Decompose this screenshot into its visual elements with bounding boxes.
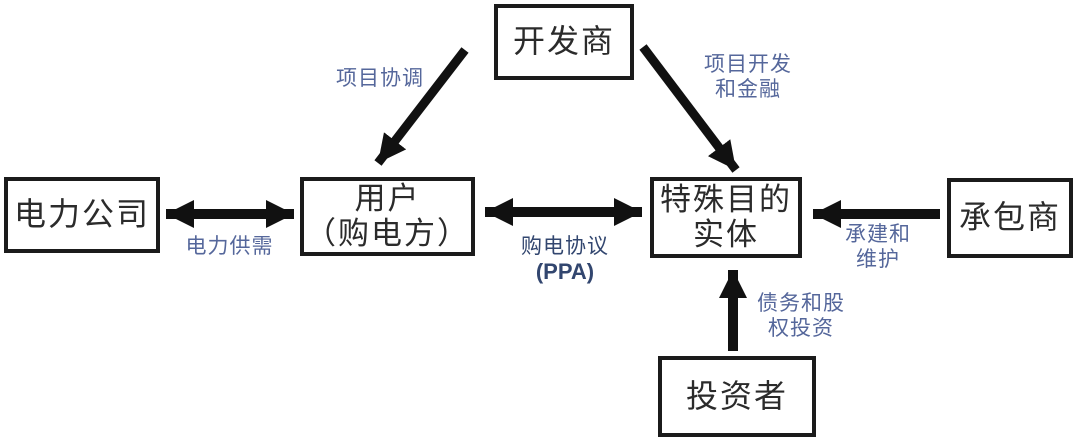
node-power-company: 电力公司 [4, 177, 160, 253]
node-user-label-line2: （购电方） [305, 215, 470, 251]
node-investor-label: 投资者 [685, 377, 788, 414]
edge-label-debt-equity: 债务和股 权投资 [757, 291, 845, 340]
node-power-company-label: 电力公司 [13, 196, 150, 233]
node-spe-label-line1: 特殊目的 [660, 181, 792, 217]
node-contractor-label: 承包商 [958, 199, 1061, 236]
node-investor: 投资者 [658, 356, 816, 437]
edge-label-power-supply-demand: 电力供需 [185, 234, 274, 258]
node-user: 用户 （购电方） [300, 177, 475, 256]
node-spe: 特殊目的 实体 [650, 177, 802, 258]
edge-label-construction-maintenance: 承建和 维护 [845, 222, 911, 271]
edge-label-ppa: 购电协议 (PPA) [521, 234, 609, 284]
node-developer: 开发商 [494, 4, 634, 80]
arrow-developer-to-user [374, 47, 469, 166]
arrow-developer-to-spe [639, 44, 740, 173]
node-user-label-line1: 用户 [354, 180, 421, 216]
node-developer-label: 开发商 [512, 23, 615, 60]
edge-label-project-dev-finance: 项目开发 和金融 [704, 52, 792, 101]
node-contractor: 承包商 [947, 178, 1073, 258]
edge-label-project-coordination: 项目协调 [336, 66, 424, 90]
node-spe-label-line2: 实体 [693, 216, 759, 252]
